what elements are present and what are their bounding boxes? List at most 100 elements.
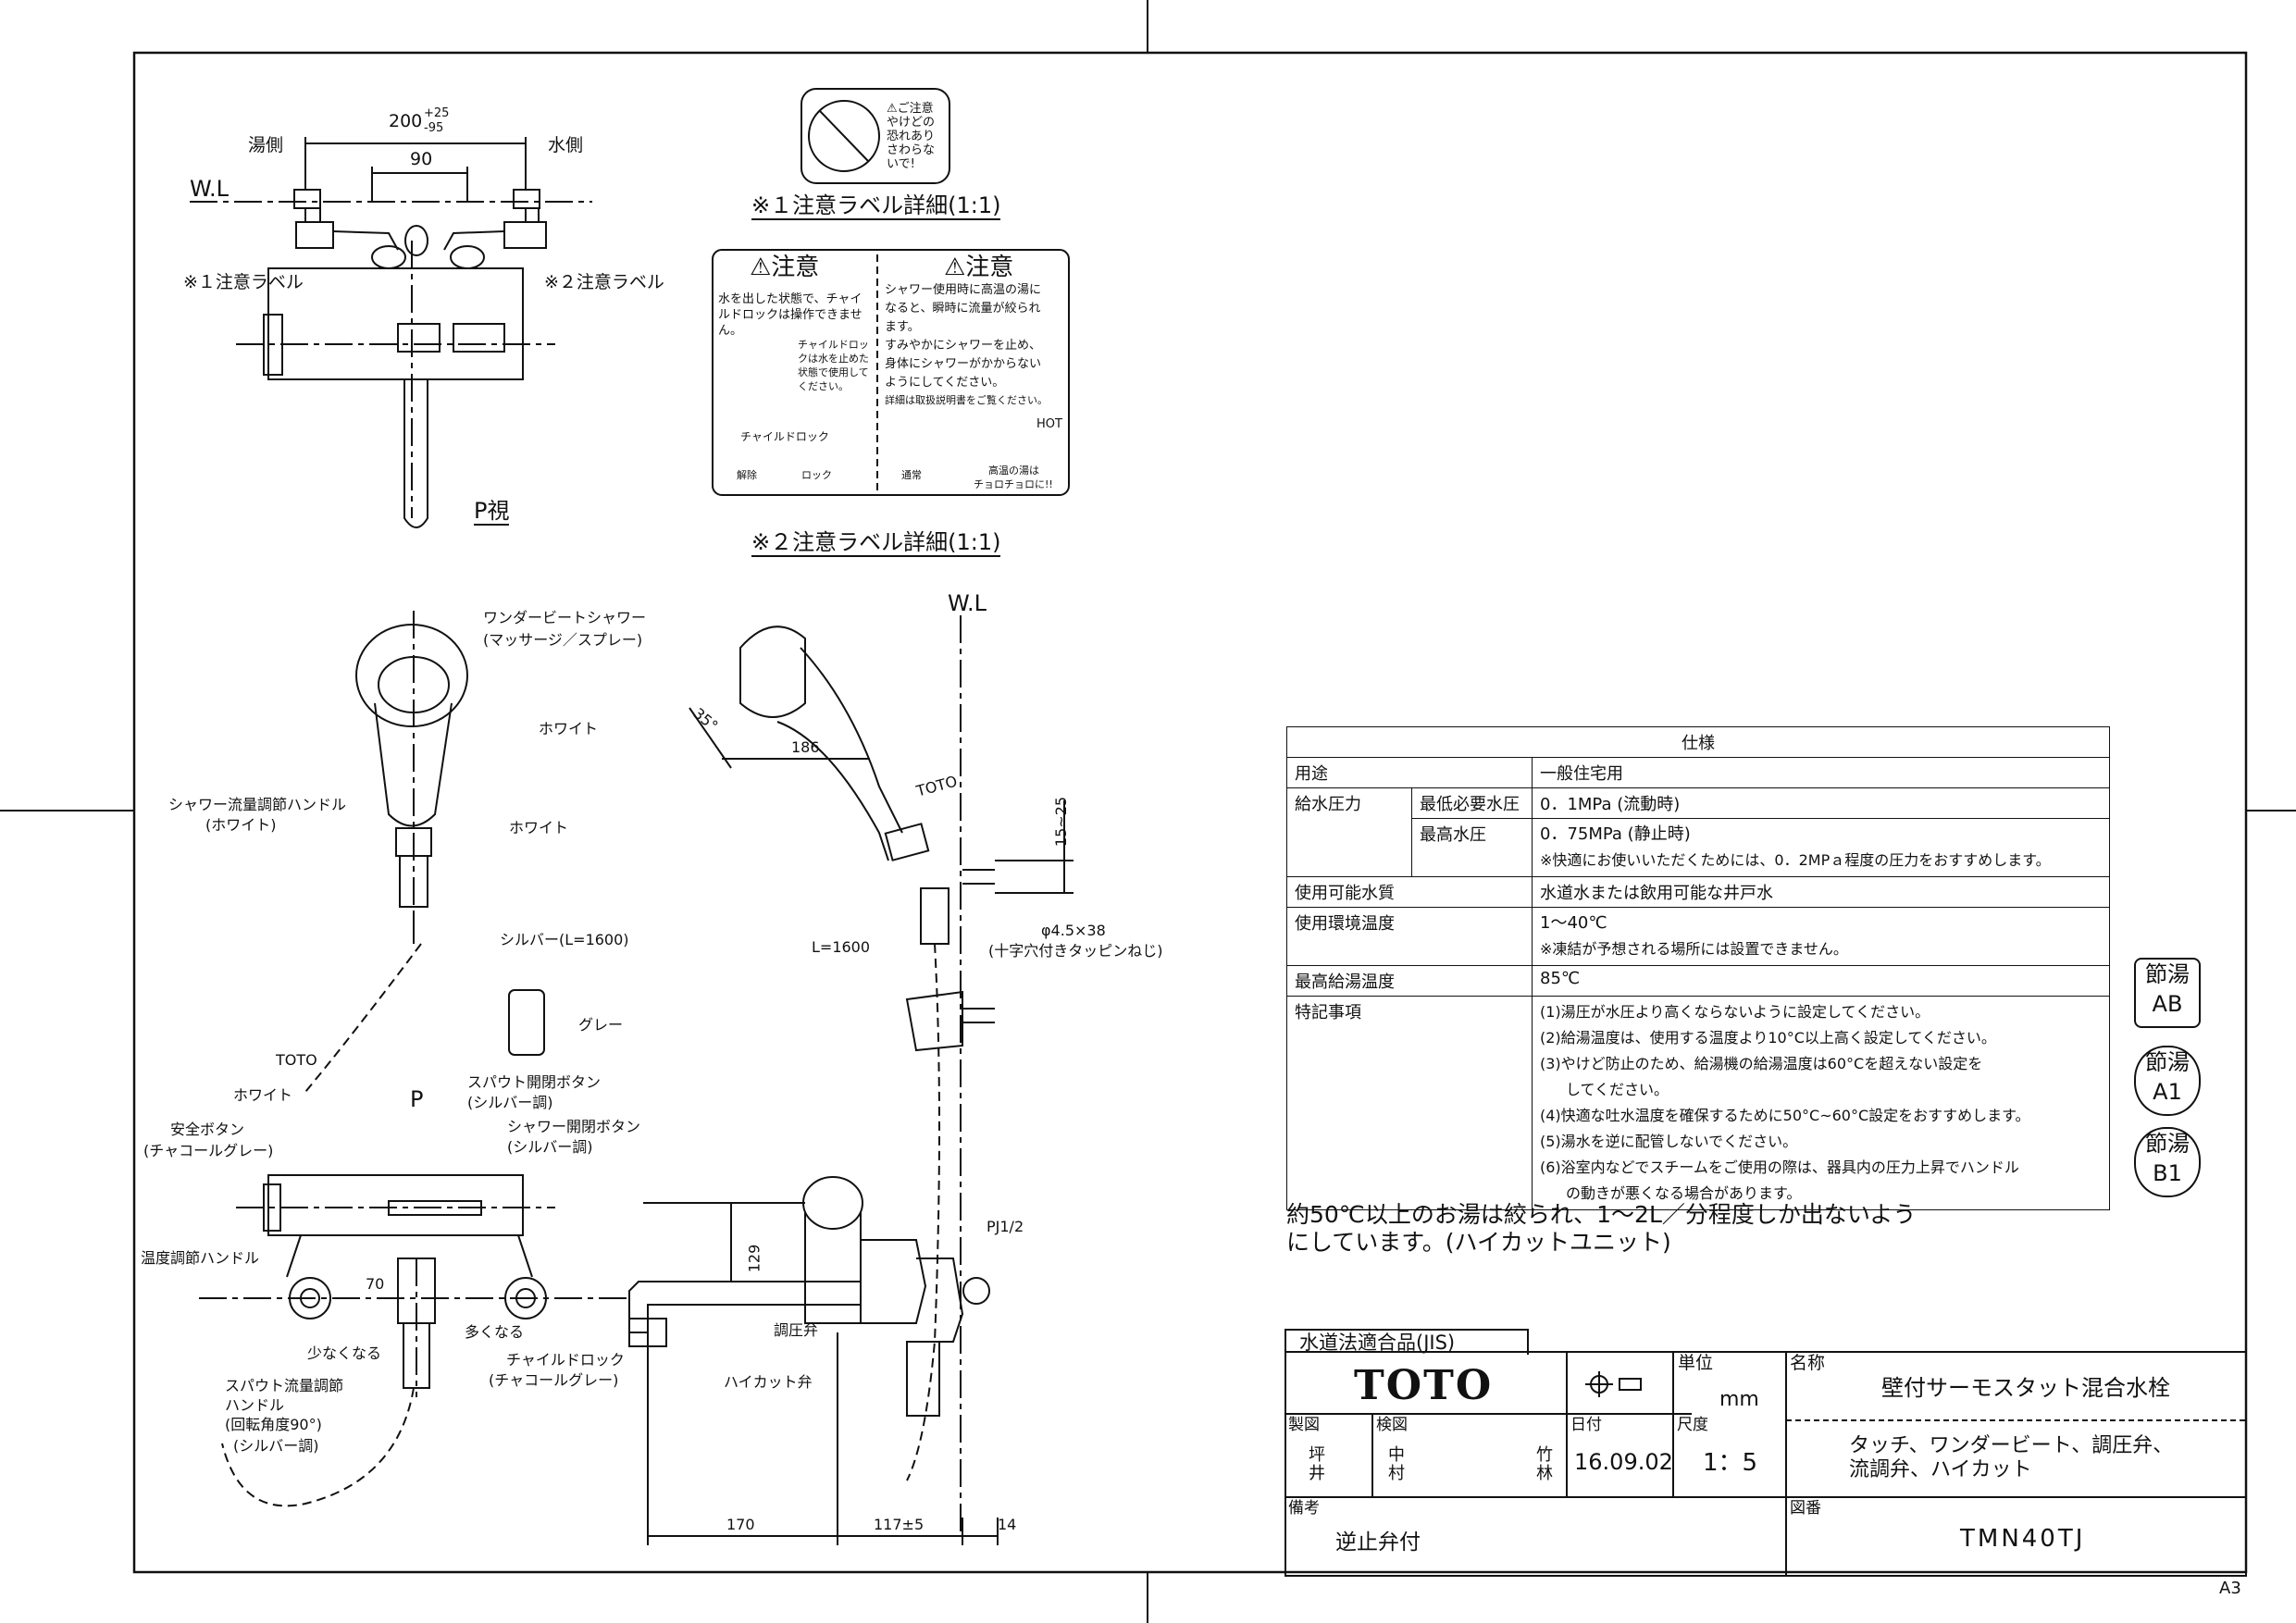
caution-2-text-1: シャワー使用時に高温の湯に: [885, 283, 1042, 297]
spec-special-label: 特記事項: [1286, 996, 1533, 1210]
date-label: 日付: [1570, 1416, 1602, 1434]
caution-2-text-5: 身体にシャワーがかからない: [885, 357, 1042, 371]
p-view-label: P視: [474, 498, 510, 526]
spec-hot-value: 85℃: [1532, 965, 2110, 997]
drawn-by-1: 坪: [1309, 1445, 1325, 1465]
water-line-label-top: W.L: [190, 176, 229, 202]
spec-min-value: 0．1MPa (流動時): [1532, 787, 2110, 819]
drawing-number: TMN40TJ: [1960, 1525, 2086, 1553]
dim-129: 129: [745, 1244, 763, 1273]
checked-by-3: 竹: [1536, 1445, 1553, 1465]
hot-badge: HOT: [1036, 417, 1062, 431]
spout-button-label: スパウト開閉ボタン: [467, 1073, 602, 1091]
caution-1-sub: チャイルドロックは水を止めた状態で使用してください。: [798, 339, 869, 392]
hicut-note: 約50℃以上のお湯は絞られ、1～2L／分程度しか出ないよう にしています。(ハイ…: [1286, 1201, 1916, 1257]
unit-label: 単位: [1678, 1353, 1714, 1373]
safety-button-label: 安全ボタン: [170, 1121, 245, 1138]
toto-logo: TOTO: [1354, 1362, 1494, 1409]
title-block-grid: [1285, 1351, 2247, 1577]
scale-value: 1：5: [1703, 1449, 1758, 1477]
caution-2-text-3: ます。: [885, 320, 920, 334]
stamp-a1-bottom: A1: [2153, 1079, 2182, 1105]
hicut-note-line-2: にしています。(ハイカットユニット): [1286, 1229, 1671, 1256]
product-name: 壁付サーモスタット混合水栓: [1881, 1375, 2170, 1401]
caution-2-hot-2: チョロチョロに!!: [974, 478, 1053, 490]
features-line-1: タッチ、ワンダービート、調圧弁、: [1849, 1434, 2174, 1457]
dim-14: 14: [998, 1516, 1017, 1533]
hicut-valve-label: ハイカット弁: [724, 1373, 813, 1391]
hicut-note-line-1: 約50℃以上のお湯は絞られ、1～2L／分程度しか出ないよう: [1286, 1201, 1917, 1228]
hose-label: シルバー(L=1600): [500, 931, 629, 948]
shower-button-label: シャワー開閉ボタン: [507, 1118, 641, 1135]
spec-special-2: (2)給湯温度は、使用する温度より10°C以上高く設定してください。: [1540, 1029, 1996, 1047]
dim-170: 170: [726, 1516, 755, 1533]
caution-icon-text: ⚠ご注意 やけどの恐れあり さわらないで!: [887, 102, 936, 171]
spout-button-color: (シルバー調): [467, 1094, 553, 1111]
spec-special-6a: (6)浴室内などでスチームをご使用の際は、器具内の圧力上昇でハンドル: [1540, 1158, 2019, 1176]
spec-max-label: 最高水圧: [1411, 818, 1533, 877]
safety-button-color: (チャコールグレー): [143, 1142, 274, 1159]
white-label-1: ホワイト: [539, 720, 599, 737]
spout-flow-handle-4: (シルバー調): [233, 1437, 319, 1455]
spec-special-1: (1)湯圧が水圧より高くならないように設定してください。: [1540, 1003, 1930, 1021]
spec-pressure-note: ※快適にお使いいただくためには、0．2MPａ程度の圧力をおすすめします。: [1540, 851, 2051, 869]
name-label: 名称: [1790, 1353, 1826, 1373]
spec-water-value: 水道水または飲用可能な井戸水: [1532, 876, 2110, 908]
checked-by-1: 中: [1388, 1445, 1405, 1465]
white-label-3: ホワイト: [233, 1086, 293, 1104]
spec-env-note: ※凍結が予想される場所には設置できません。: [1540, 940, 1848, 958]
spec-special-3b: してください。: [1566, 1081, 1669, 1098]
date-value: 16.09.02: [1574, 1449, 1673, 1475]
dim-90: 90: [410, 149, 433, 169]
title-block: TOTO 単位 mm 名称 壁付サーモスタット混合水栓 製図 坪 井 検図 中 …: [1285, 1351, 2247, 1577]
caution-2-text-6: ようにしてください。: [885, 376, 1005, 390]
spec-special-3a: (3)やけど防止のため、給湯機の給湯温度は60°Cを超えない設定を: [1540, 1055, 1983, 1072]
child-lock-label: チャイルドロック: [506, 1351, 625, 1369]
dim-186: 186: [791, 738, 820, 756]
stamp-b1-bottom: B1: [2153, 1160, 2182, 1186]
dim-200-tol-minus: -95: [424, 121, 444, 135]
spec-max-value: 0．75MPa (静止時): [1540, 824, 1691, 844]
caution-1-release: 解除: [737, 469, 757, 481]
dim-15-25: 15~25: [1052, 796, 1071, 848]
spout-flow-handle-2: ハンドル: [225, 1396, 285, 1414]
spec-env-label: 使用環境温度: [1286, 907, 1533, 966]
spec-water-label: 使用可能水質: [1286, 876, 1533, 908]
caution-1-title: ⚠注意: [750, 254, 820, 281]
stamp-ab-bottom: AB: [2152, 991, 2183, 1017]
spec-special-4: (4)快適な吐水温度を確保するために50°C~60°C設定をおすすめします。: [1540, 1107, 2030, 1124]
temp-handle-label: 温度調節ハンドル: [141, 1249, 260, 1267]
water-line-label-side: W.L: [948, 590, 987, 616]
caution-2-text-2: なると、瞬時に流量が絞られ: [885, 302, 1041, 316]
caution-1-text: 水を出した状態で、チャイルドロックは操作できません。: [718, 292, 863, 338]
drawn-by-2: 井: [1309, 1464, 1325, 1483]
drawn-label: 製図: [1288, 1416, 1320, 1434]
caution-label-1-callout: ※１注意ラベル: [183, 272, 304, 292]
pressure-valve-label: 調圧弁: [774, 1321, 819, 1339]
less-flow-label: 少なくなる: [307, 1344, 382, 1362]
jis-box: 水道法適合品(JIS): [1285, 1329, 1529, 1355]
remarks-label: 備考: [1288, 1499, 1320, 1518]
pj-label: PJ1/2: [987, 1218, 1024, 1235]
spec-supply-label: 給水圧力: [1286, 787, 1412, 877]
checked-by-4: 林: [1536, 1464, 1553, 1483]
caution-2-normal: 通常: [901, 469, 922, 481]
spout-flow-handle-1: スパウト流量調節: [225, 1377, 344, 1394]
shower-button-color: (シルバー調): [507, 1138, 593, 1156]
hose-length-label: L=1600: [812, 938, 871, 956]
check-label: 検図: [1376, 1416, 1408, 1434]
caution-2-hot-1: 高温の湯は: [988, 465, 1039, 477]
caution-2-text-4: すみやかにシャワーを止め、: [885, 339, 1042, 353]
dim-200-tol-plus: +25: [424, 106, 450, 120]
screw-type: (十字穴付きタッピンねじ): [988, 942, 1163, 960]
checked-by-2: 村: [1388, 1464, 1405, 1483]
caution-label-2-callout: ※２注意ラベル: [544, 272, 664, 292]
cold-side-label: 水側: [548, 135, 584, 155]
caution-label-2-caption: ※２注意ラベル詳細(1:1): [751, 529, 1001, 557]
features-line-2: 流調弁、ハイカット: [1849, 1458, 2032, 1481]
stamp-b1-top: 節湯: [2145, 1131, 2190, 1157]
scale-label: 尺度: [1677, 1416, 1708, 1434]
spec-table: 仕様 用途 一般住宅用 給水圧力 最低必要水圧 0．1MPa (流動時) 最高水…: [1286, 726, 2110, 1210]
shower-head-mode: (マッサージ／スプレー): [483, 631, 643, 649]
